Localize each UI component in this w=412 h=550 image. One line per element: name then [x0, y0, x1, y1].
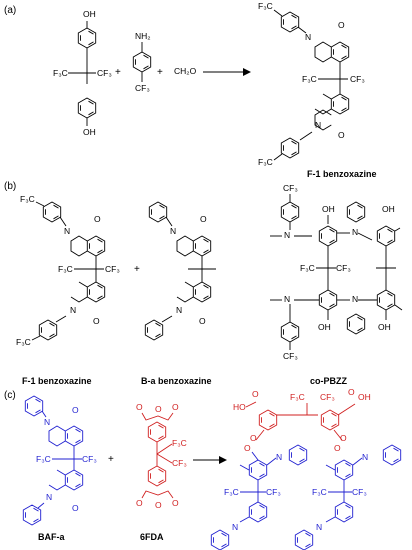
- o-label: O: [94, 214, 101, 224]
- o-label: O: [72, 405, 79, 415]
- cf3-label: CF₃: [266, 487, 281, 497]
- o-label: O: [199, 316, 206, 326]
- n-label: N: [315, 120, 321, 130]
- o-label: O: [200, 214, 207, 224]
- f3c-label: F₃C: [16, 337, 31, 347]
- cf3-label: CF₃: [350, 74, 365, 84]
- o-label: O: [338, 20, 345, 30]
- cf3-label: CF₃: [352, 487, 367, 497]
- f3c-label: F₃C: [224, 487, 239, 497]
- ba-benzoxazine-structure: N O N O: [144, 201, 216, 341]
- f3c-label: F₃C: [258, 1, 273, 11]
- panel-a: (a) OH F₃C CF₃ OH + NH₂ CF₃ + CH₂O: [4, 1, 377, 179]
- n-label: N: [232, 522, 238, 532]
- o-label: O: [348, 387, 355, 397]
- bisphenol-af-structure: OH F₃C CF₃ OH: [53, 9, 112, 137]
- o-label: O: [136, 402, 143, 412]
- f3c-label: F₃C: [258, 157, 273, 167]
- caption-f1-benzoxazine-b: F-1 benzoxazine: [22, 376, 92, 386]
- caption-baf-a: BAF-a: [38, 532, 65, 542]
- o-label: O: [172, 498, 179, 508]
- cf3-aniline-label: CF₃: [135, 83, 150, 93]
- polyimide-benzoxazine-product: HO O F₃C CF₃ OH O O O O O N: [210, 387, 402, 550]
- f3c-label: F₃C: [312, 487, 327, 497]
- cf3-right-label: CF₃: [97, 68, 112, 78]
- o-label: O: [155, 404, 162, 414]
- plus-sign-a1: +: [115, 67, 121, 78]
- o-label: O: [340, 433, 347, 443]
- panel-a-label: (a): [4, 5, 16, 16]
- n-label: N: [316, 522, 322, 532]
- nh2-label: NH₂: [135, 31, 151, 41]
- n-label: N: [276, 452, 282, 462]
- o-label: O: [338, 130, 345, 140]
- co-pbzz-structure: CF₃ N OH N OH F₃C CF₃ N: [270, 183, 403, 361]
- oh-label: OH: [358, 392, 371, 402]
- cf3-label: CF₃: [105, 264, 120, 274]
- o-label: O: [334, 443, 341, 453]
- f3c-label: F₃C: [302, 74, 317, 84]
- cf3-label: CF₃: [336, 263, 351, 273]
- n-label: N: [70, 305, 76, 315]
- f1-benzoxazine-structure-b: F₃C N O F₃C CF₃ N O F₃C: [16, 194, 120, 347]
- n-label: N: [284, 294, 290, 304]
- o-label: O: [155, 500, 162, 510]
- o-label: O: [93, 316, 100, 326]
- o-label: O: [172, 402, 179, 412]
- f3c-label: F₃C: [58, 264, 73, 274]
- plus-sign-a2: +: [157, 67, 163, 78]
- o-label: O: [250, 433, 257, 443]
- f3c-label: F₃C: [20, 194, 35, 204]
- caption-ba-benzoxazine: B-a benzoxazine: [141, 376, 212, 386]
- cf3-label: CF₃: [82, 454, 97, 464]
- o-label: O: [244, 443, 251, 453]
- caption-6fda: 6FDA: [140, 532, 164, 542]
- o-label: O: [72, 503, 79, 513]
- f1-benzoxazine-product-a: F₃C N O F₃C CF₃ N O F₃C: [258, 1, 365, 167]
- n-label: N: [352, 227, 358, 237]
- n-label: N: [305, 32, 311, 42]
- f3c-left-label: F₃C: [53, 68, 68, 78]
- n-label: N: [284, 230, 290, 240]
- n-label: N: [170, 226, 176, 236]
- 6fda-structure: O O O F₃C CF₃ O O O: [136, 402, 187, 510]
- oh-bottom-label: OH: [83, 127, 96, 137]
- f3c-label: F₃C: [300, 263, 315, 273]
- oh-label: OH: [378, 322, 391, 332]
- oh-label: OH: [318, 322, 331, 332]
- n-label: N: [64, 226, 70, 236]
- ho-label: HO: [233, 402, 246, 412]
- caption-f1-benzoxazine-a: F-1 benzoxazine: [307, 169, 377, 179]
- trifluoromethyl-aniline-structure: NH₂ CF₃: [132, 31, 152, 93]
- caption-co-pbzz: co-PBZZ: [310, 376, 348, 386]
- oh-label: OH: [322, 204, 335, 214]
- n-label: N: [362, 452, 368, 462]
- f3c-label: F₃C: [290, 392, 305, 402]
- oh-label: OH: [382, 204, 395, 214]
- n-label: N: [352, 294, 358, 304]
- plus-sign-b: +: [134, 264, 140, 275]
- formaldehyde-label: CH₂O: [174, 66, 197, 76]
- o-label: O: [252, 389, 259, 399]
- cf3-label: CF₃: [283, 183, 298, 193]
- baf-a-structure: N O F₃C CF₃ N O: [22, 395, 97, 526]
- f3c-label: F₃C: [172, 438, 187, 448]
- f3c-label: F₃C: [36, 454, 51, 464]
- panel-b: (b) F₃C N O F₃C CF₃ N O F₃C F-1 be: [4, 181, 403, 386]
- n-label: N: [46, 492, 52, 502]
- o-label: O: [136, 498, 143, 508]
- cf3-label: CF₃: [320, 392, 335, 402]
- cf3-label: CF₃: [172, 458, 187, 468]
- panel-c: (c) N O F₃C CF₃ N O BAF-a + O O O: [4, 387, 402, 550]
- plus-sign-c: +: [108, 454, 114, 465]
- cf3-label: CF₃: [283, 351, 298, 361]
- n-label: N: [44, 417, 50, 427]
- oh-top-label: OH: [83, 9, 96, 19]
- panel-c-label: (c): [4, 390, 16, 401]
- n-label: N: [176, 305, 182, 315]
- panel-b-label: (b): [4, 181, 16, 192]
